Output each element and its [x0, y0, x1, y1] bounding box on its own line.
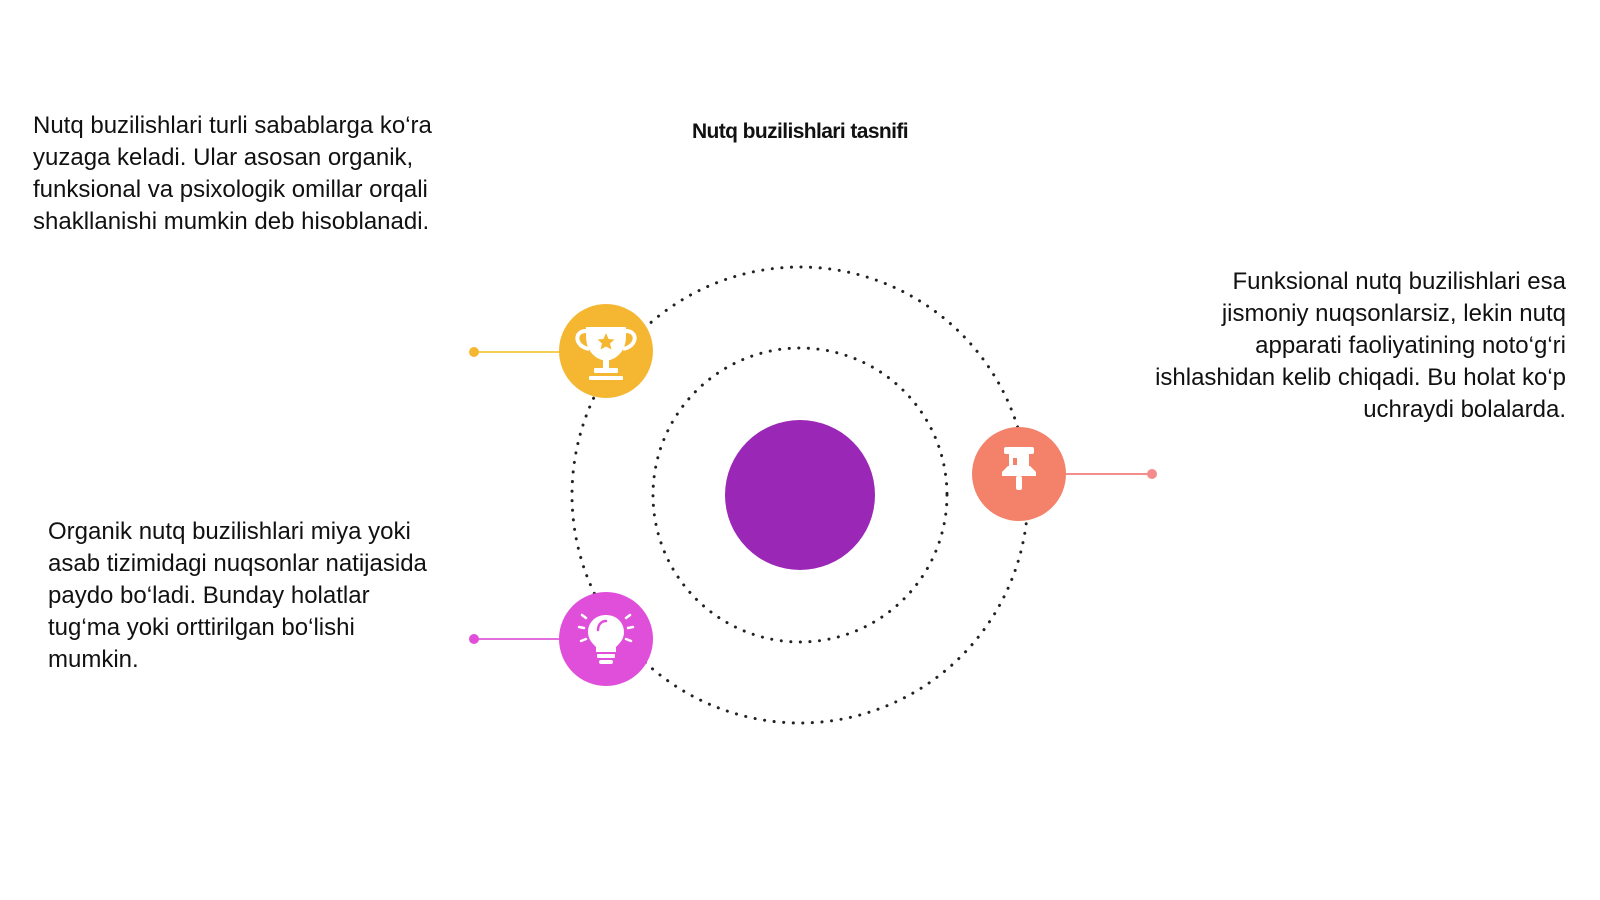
trophy-connector — [469, 347, 562, 357]
organic-paragraph: Organik nutq buzilishlari miya yoki asab… — [48, 518, 427, 673]
intro-paragraph: Nutq buzilishlari turli sabablarga ko‘ra… — [33, 112, 432, 235]
diagram-title: Nutq buzilishlari tasnifi — [691, 120, 909, 143]
trophy-node — [559, 304, 653, 398]
pin-node — [972, 427, 1066, 521]
center-hub — [725, 420, 875, 570]
functional-paragraph: Funksional nutq buzilishlari esa jismoni… — [1155, 268, 1566, 423]
pushpin-icon — [1002, 447, 1036, 490]
bulb-connector — [469, 634, 562, 644]
pin-connector — [1066, 469, 1157, 479]
lightbulb-icon — [577, 613, 635, 664]
bulb-node — [559, 592, 653, 686]
inner-orbit — [651, 346, 949, 644]
trophy-icon — [575, 327, 637, 380]
